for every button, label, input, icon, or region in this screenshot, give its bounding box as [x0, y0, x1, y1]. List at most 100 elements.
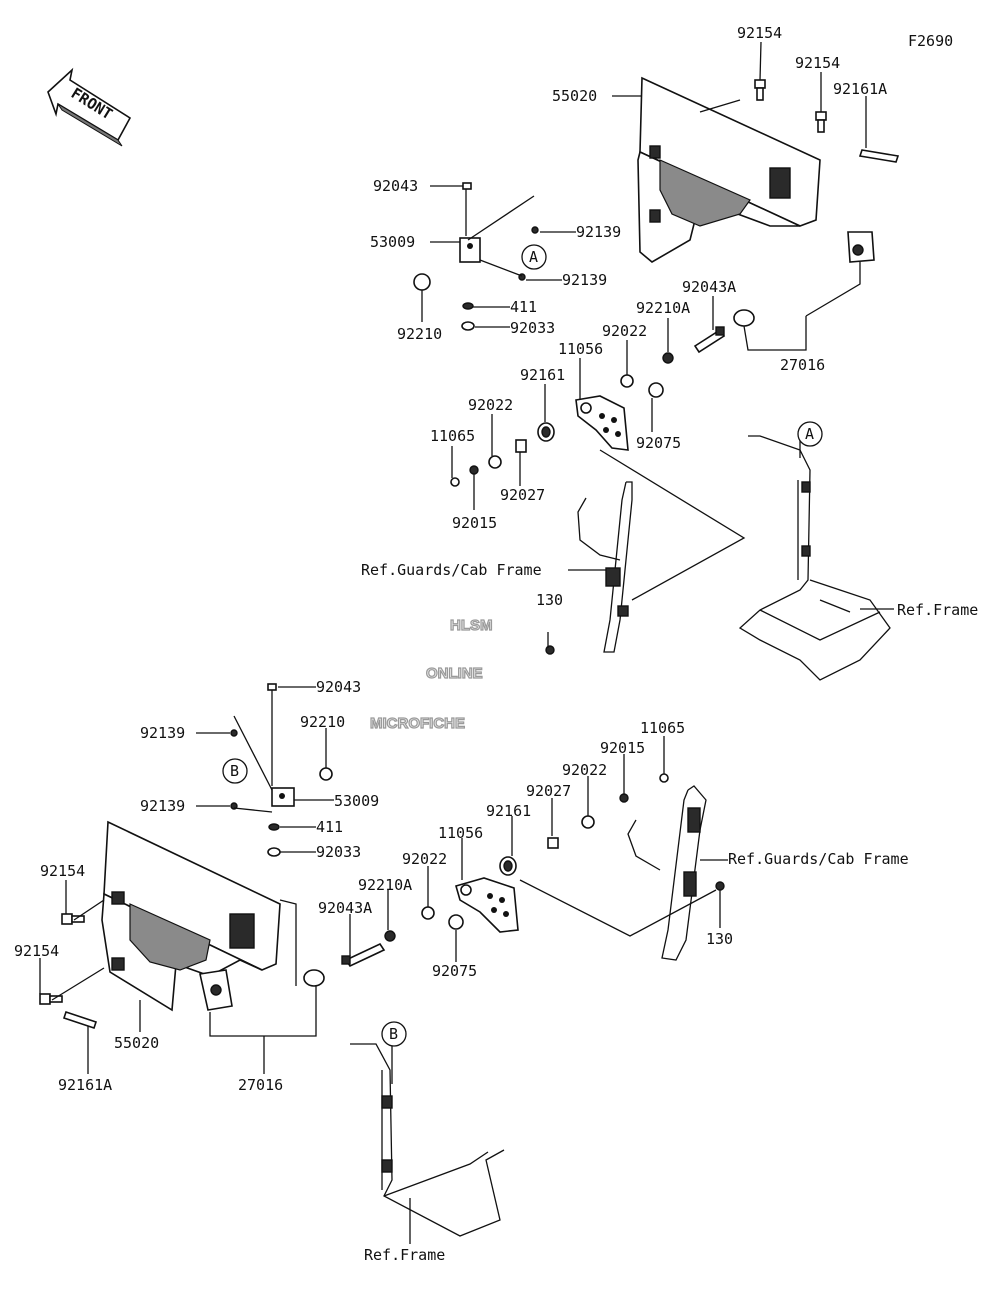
nut-92210-bottom — [319, 767, 333, 781]
callout-b-bottom-left: B — [222, 758, 248, 784]
washer-411-bottom — [268, 823, 280, 831]
plate-11056-bottom — [455, 877, 519, 933]
washer-92022-top-2 — [488, 455, 502, 469]
screw-92154-bottom-2 — [39, 993, 63, 1005]
label-92210a-top: 92210A — [636, 299, 690, 317]
callout-a-label-1: A — [529, 248, 538, 266]
label-92043-bottom: 92043 — [316, 678, 361, 696]
label-92015-bottom: 92015 — [600, 739, 645, 757]
collar-92027-top — [515, 439, 527, 453]
label-411-top: 411 — [510, 298, 537, 316]
label-92161-bottom: 92161 — [486, 802, 531, 820]
bolt-11065-top — [450, 477, 460, 487]
callout-b-label-2: B — [389, 1025, 398, 1043]
bolt-11065-bottom — [659, 773, 669, 783]
callout-b-bottom-frame: B — [381, 1021, 407, 1047]
callout-a-top-left: A — [521, 244, 547, 270]
watermark: HLSM ONLINE MICROFICHE — [369, 616, 493, 732]
label-92075-top: 92075 — [636, 434, 681, 452]
label-92043a-top: 92043A — [682, 278, 736, 296]
screw-92154-bottom-1 — [61, 913, 85, 925]
cap-27016-bottom — [199, 969, 325, 1011]
nut-92210a-top — [662, 352, 674, 364]
leader-lines-top — [421, 41, 894, 648]
label-92022-bottom-1: 92022 — [562, 761, 607, 779]
label-11056-top: 11056 — [558, 340, 603, 358]
label-11056-bottom: 11056 — [438, 824, 483, 842]
label-92043a-bottom: 92043A — [318, 899, 372, 917]
guard-panel-top — [637, 76, 821, 263]
label-92027-top: 92027 — [500, 486, 545, 504]
label-92033-top: 92033 — [510, 319, 555, 337]
label-92139-top-2: 92139 — [562, 271, 607, 289]
label-92022-top-1: 92022 — [602, 322, 647, 340]
bushing-92161-top — [537, 422, 555, 442]
label-55020-top: 55020 — [552, 87, 597, 105]
guard-panel-bottom — [101, 820, 281, 1012]
label-92022-top-2: 92022 — [468, 396, 513, 414]
label-ref-guards-top: Ref.Guards/Cab Frame — [361, 561, 542, 579]
label-411-bottom: 411 — [316, 818, 343, 836]
label-130-top: 130 — [536, 591, 563, 609]
bracket-53009-bottom — [267, 683, 295, 807]
collar-92027-bottom — [547, 837, 559, 849]
nut-92075-top — [648, 382, 664, 398]
bracket-53009-top — [459, 182, 481, 263]
label-55020-bottom: 55020 — [114, 1034, 159, 1052]
label-92015-top: 92015 — [452, 514, 497, 532]
label-92154-bottom-1: 92154 — [40, 862, 85, 880]
nut-92015-bottom — [619, 793, 629, 803]
frame-bottom — [350, 1043, 505, 1237]
label-92154-top-1: 92154 — [737, 24, 782, 42]
label-ref-frame-top: Ref.Frame — [897, 601, 978, 619]
cab-frame-top — [545, 481, 633, 655]
label-27016-bottom: 27016 — [238, 1076, 283, 1094]
plate-11056-top — [575, 395, 629, 451]
callout-a-top-right: A — [797, 421, 823, 447]
washer-92022-top-1 — [620, 374, 634, 388]
label-92161a-top: 92161A — [833, 80, 887, 98]
label-92161-top: 92161 — [520, 366, 565, 384]
label-11065-bottom: 11065 — [640, 719, 685, 737]
cab-frame-bottom — [627, 785, 725, 961]
label-130-bottom: 130 — [706, 930, 733, 948]
screw-92154-top-2 — [815, 111, 827, 133]
nut-92075-bottom — [448, 914, 464, 930]
label-92161a-bottom: 92161A — [58, 1076, 112, 1094]
label-11065-top: 11065 — [430, 427, 475, 445]
washer-92033-bottom — [267, 847, 281, 857]
callout-b-label-1: B — [230, 762, 239, 780]
nut-92210-top — [413, 273, 431, 291]
label-53009-top: 53009 — [370, 233, 415, 251]
label-92154-bottom-2: 92154 — [14, 942, 59, 960]
watermark-line-2: ONLINE — [426, 665, 483, 682]
label-92139-bottom-1: 92139 — [140, 724, 185, 742]
bolt-92043a-bottom — [341, 942, 386, 968]
label-92210-top: 92210 — [397, 325, 442, 343]
nut-92139-bottom-2 — [230, 802, 238, 810]
nut-92139-bottom-1 — [230, 729, 238, 737]
label-ref-frame-bottom: Ref.Frame — [364, 1246, 445, 1264]
washer-92033-top — [461, 321, 475, 331]
label-92210a-bottom: 92210A — [358, 876, 412, 894]
front-arrow-icon: FRONT — [47, 67, 132, 147]
label-92210-bottom: 92210 — [300, 713, 345, 731]
bolt-92043a-top — [693, 326, 726, 354]
strip-92161a-bottom — [62, 1010, 98, 1030]
washer-411-top — [462, 302, 474, 310]
label-92154-top-2: 92154 — [795, 54, 840, 72]
label-92139-bottom-2: 92139 — [140, 797, 185, 815]
washer-92022-bottom-1 — [581, 815, 595, 829]
label-92075-bottom: 92075 — [432, 962, 477, 980]
strip-92161a-top — [858, 149, 900, 163]
nut-92210a-bottom — [384, 930, 396, 942]
figure-code: F2690 — [908, 32, 953, 50]
cap-27016-top — [733, 231, 875, 327]
label-92139-top-1: 92139 — [576, 223, 621, 241]
nut-92015-top — [469, 465, 479, 475]
label-92022-bottom-2: 92022 — [402, 850, 447, 868]
washer-92022-bottom-2 — [421, 906, 435, 920]
label-92027-bottom: 92027 — [526, 782, 571, 800]
nut-92139-top-1 — [531, 226, 539, 234]
